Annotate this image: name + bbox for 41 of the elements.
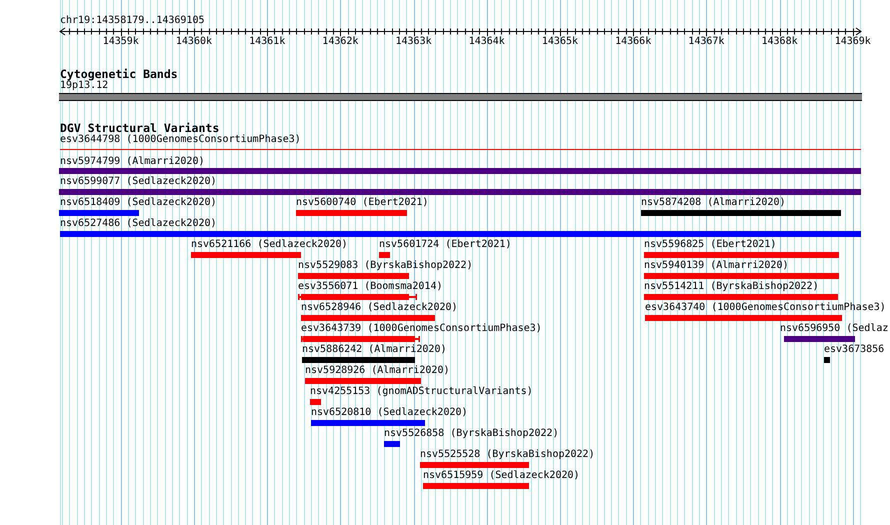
feature-label: nsv5974799 (Almarri2020) (60, 156, 204, 168)
tick-label: 14364k (468, 36, 505, 48)
track-title: Cytogenetic Bands (60, 68, 178, 80)
feature-label: nsv6515959 (Sedlazeck2020) (423, 470, 580, 482)
tick-label: 14366k (615, 36, 652, 48)
feature-label: nsv5940139 (Almarri2020) (644, 260, 788, 272)
feature-label: nsv5886242 (Almarri2020) (302, 344, 446, 356)
tick-label: 14367k (688, 36, 724, 48)
tick-label: 14365k (542, 36, 578, 48)
tick-label: 14368k (762, 36, 798, 48)
feature-label: nsv4255153 (gnomADStructuralVariants) (310, 386, 533, 398)
feature-label: nsv6520810 (Sedlazeck2020) (311, 407, 468, 419)
feature-label: nsv5526858 (ByrskaBishop2022) (384, 428, 559, 440)
feature-label: esv3556071 (Boomsma2014) (298, 281, 442, 293)
tick-label: 14360k (176, 36, 212, 48)
track-title: DGV Structural Variants (60, 122, 220, 134)
feature-label: esv3643740 (1000GenomesConsortiumPhase3) (645, 302, 886, 314)
feature-label: nsv6596950 (Sedlaz (780, 323, 888, 335)
feature-label: nsv5514211 (ByrskaBishop2022) (644, 281, 819, 293)
feature-label: nsv6528946 (Sedlazeck2020) (301, 302, 458, 314)
feature-label: nsv6599077 (Sedlazeck2020) (60, 176, 217, 188)
tick-label: 14362k (322, 36, 358, 48)
feature-label: nsv5529083 (ByrskaBishop2022) (298, 260, 473, 272)
feature-label: esv3644798 (1000GenomesConsortiumPhase3) (60, 134, 301, 146)
band-label: 19p13.12 (60, 80, 108, 92)
feature-label: esv3673856 (824, 344, 884, 356)
feature-label: nsv5601724 (Ebert2021) (379, 239, 512, 251)
feature-label: nsv6518409 (Sedlazeck2020) (60, 197, 217, 209)
feature-label: nsv5600740 (Ebert2021) (296, 197, 428, 209)
feature-label: nsv6527486 (Sedlazeck2020) (60, 218, 217, 230)
tick-label: 14369k (834, 36, 871, 48)
tick-label: 14361k (249, 36, 286, 48)
feature-label: nsv5525528 (ByrskaBishop2022) (420, 449, 595, 461)
tick-label: 14363k (396, 36, 432, 48)
feature-label: nsv5928926 (Almarri2020) (305, 365, 450, 377)
feature-label: nsv6521166 (Sedlazeck2020) (191, 239, 348, 251)
feature-label: esv3643739 (1000GenomesConsortiumPhase3) (301, 323, 542, 335)
tick-label: 14359k (102, 36, 139, 48)
feature-label: nsv5874208 (Almarri2020) (641, 197, 786, 209)
feature-label: nsv5596825 (Ebert2021) (644, 239, 776, 251)
location-label: chr19:14358179..14369105 (60, 15, 204, 27)
